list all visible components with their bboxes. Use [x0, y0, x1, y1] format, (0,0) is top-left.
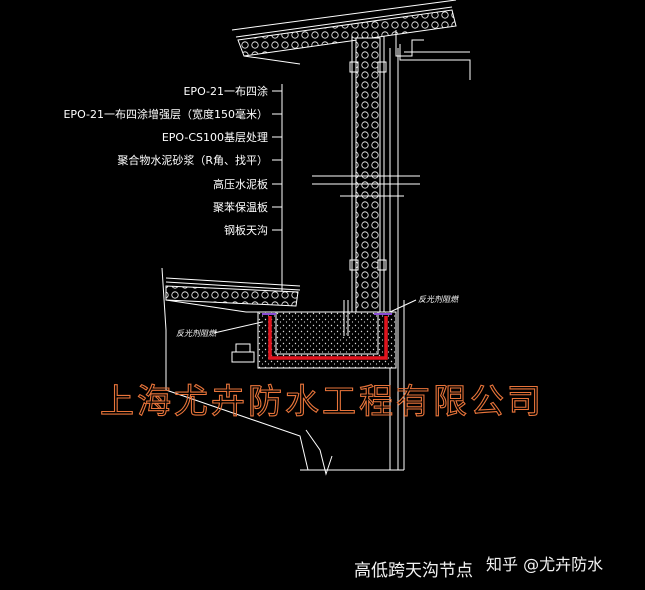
annotation-labels: 反光剂阻燃 反光剂阻燃 — [176, 295, 459, 338]
callout-5: 高压水泥板 — [213, 177, 268, 191]
vertical-wall — [312, 36, 420, 470]
gutter-trough — [231, 300, 397, 369]
annotation-left: 反光剂阻燃 — [176, 329, 217, 338]
upper-roof-panel — [231, 0, 457, 65]
drawing-caption: 高低跨天沟节点 — [354, 561, 473, 581]
leader-line — [272, 84, 283, 294]
lower-structure — [165, 330, 404, 476]
callout-7: 钢板天沟 — [224, 223, 268, 237]
callout-3: EPO-CS100基层处理 — [162, 131, 268, 144]
watermark: 知乎 @尤卉防水 — [486, 555, 603, 574]
callout-1: EPO-21一布四涂 — [183, 84, 268, 98]
callout-labels: EPO-21一布四涂 EPO-21一布四涂增强层（宽度150毫米） EPO-CS… — [63, 84, 268, 237]
annotation-right: 反光剂阻燃 — [418, 295, 459, 304]
upper-flashing — [395, 30, 471, 80]
callout-4: 聚合物水泥砂浆（R角、找平） — [117, 153, 268, 167]
company-name: 上海尤卉防水工程有限公司 — [100, 382, 544, 422]
callout-6: 聚苯保温板 — [213, 200, 268, 214]
callout-2: EPO-21一布四涂增强层（宽度150毫米） — [63, 107, 268, 121]
lower-roof-panel — [161, 267, 301, 331]
membrane-red — [268, 316, 388, 360]
